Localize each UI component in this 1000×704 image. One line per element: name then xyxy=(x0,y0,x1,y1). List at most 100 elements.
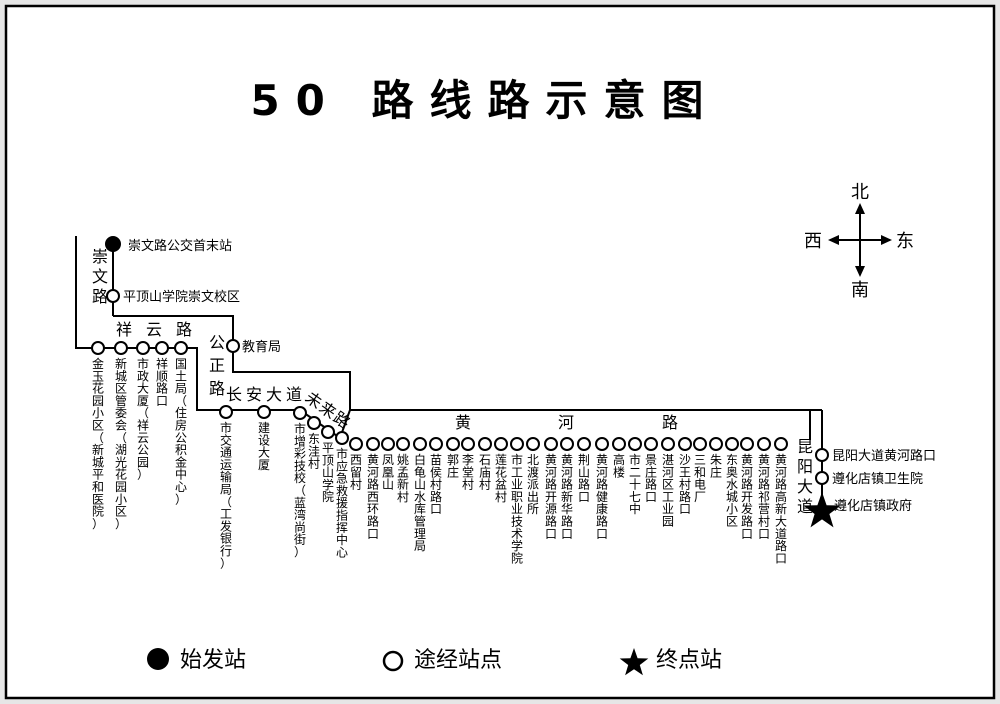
stop-marker xyxy=(709,437,723,451)
stop-marker xyxy=(815,448,829,462)
stop-marker xyxy=(461,437,475,451)
stop-marker xyxy=(595,437,609,451)
stop-fenghuangshan-label: 凤凰山 xyxy=(382,453,394,492)
stop-marker xyxy=(612,437,626,451)
stop-gaolou-label: 高楼 xyxy=(613,452,625,479)
stop-marker xyxy=(396,437,410,451)
road-gongzheng-2: 正 xyxy=(209,356,225,375)
stop-jiaotong-label: 市交通运输局（工发银行） xyxy=(220,420,232,570)
stop-jiankang-label: 黄河路健康路口 xyxy=(596,453,608,541)
stop-yaomeng-label: 姚孟新村 xyxy=(397,453,409,504)
stop-marker xyxy=(335,431,349,445)
stop-xiliu-label: 西留村 xyxy=(350,453,362,492)
stop-gongye-label: 市工业职业技术学院 xyxy=(511,452,523,565)
stop-weishengyuan-label: 遵化店镇卫生院 xyxy=(832,471,923,487)
page-title: 50 路线路示意图 xyxy=(250,76,719,125)
stop-shizhengdasha-label: 市政大厦（祥云公园） xyxy=(137,356,149,482)
stop-hhxihuan-label: 黄河路西环路口 xyxy=(367,453,379,541)
road-changan-4: 道 xyxy=(286,385,302,404)
stop-miaohou-label: 苗侯村路口 xyxy=(430,453,442,516)
stop-litang-label: 李堂村 xyxy=(462,452,474,492)
stop-xinchengqu-label: 新城区管委会（湖光花园小区） xyxy=(115,356,127,531)
compass-icon: 北 南 西 东 xyxy=(804,182,914,301)
stop-marker xyxy=(494,437,508,451)
road-xiangyun-2: 云 xyxy=(146,320,162,339)
stop-marker xyxy=(226,339,240,353)
stop-beidu-label: 北渡派出所 xyxy=(527,453,539,516)
stop-guotuju-label: 国土局（住房公积金中心） xyxy=(175,357,187,506)
stop-marker xyxy=(106,289,120,303)
compass-west: 西 xyxy=(804,231,822,252)
stop-dongao-label: 东奥水城小区 xyxy=(726,453,738,529)
stop-guozhuang-label: 郭庄 xyxy=(447,453,459,479)
road-chongwen-1: 崇 xyxy=(92,247,108,266)
stop-baiguishan-label: 白龟山水库管理局 xyxy=(414,452,426,553)
stop-marker xyxy=(560,437,574,451)
legend-via-label: 途经站点 xyxy=(414,648,502,673)
end-station-marker xyxy=(803,492,841,528)
stop-start-label: 崇文路公交首末站 xyxy=(128,238,232,254)
stop-marker xyxy=(678,437,692,451)
road-kunyang-1: 昆 xyxy=(797,437,813,456)
compass-south: 南 xyxy=(851,280,869,301)
stop-kaifa-label: 黄河路开发路口 xyxy=(741,453,753,541)
stop-marker xyxy=(174,341,188,355)
stop-pdsxy-label: 平顶山学院 xyxy=(322,441,334,504)
stop-marker xyxy=(757,437,771,451)
road-gongzheng-3: 路 xyxy=(209,379,225,398)
stop-pingdingshan-chongwen-label: 平顶山学院崇文校区 xyxy=(123,289,240,305)
stop-jingshan-label: 荆山路口 xyxy=(578,453,590,504)
road-kunyang-2: 阳 xyxy=(797,457,813,476)
stop-zengcai-label: 市增彩技校（蓝湾尚街） xyxy=(294,421,306,559)
compass-east: 东 xyxy=(896,231,914,252)
stop-marker xyxy=(693,437,707,451)
stop-marker xyxy=(136,341,150,355)
stop-marker xyxy=(725,437,739,451)
stop-marker xyxy=(644,437,658,451)
legend-end-marker xyxy=(619,648,649,676)
stop-jianshe-label: 建设大厦 xyxy=(258,421,270,472)
stop-xiangshun-label: 祥顺路口 xyxy=(156,357,168,408)
stop-qiying-label: 黄河路祁营村口 xyxy=(758,453,770,541)
road-huanghe-1: 黄 xyxy=(455,413,471,432)
legend-start-label: 始发站 xyxy=(180,648,246,673)
stop-marker xyxy=(219,405,233,419)
stop-xinhua-label: 黄河路新华路口 xyxy=(561,453,573,541)
legend-via-marker xyxy=(382,650,404,672)
stop-sanhedian-label: 三和电厂 xyxy=(694,453,706,504)
road-kunyang-3: 大 xyxy=(797,477,813,496)
stop-marker xyxy=(349,437,363,451)
stop-zhanhe-label: 湛河区工业园 xyxy=(662,453,674,529)
stop-marker xyxy=(293,406,307,420)
stop-jingzhuang-label: 景庄路口 xyxy=(645,453,657,504)
stop-kaiyuan-label: 黄河路开源路口 xyxy=(545,453,557,541)
stop-marker xyxy=(307,416,321,430)
map-frame xyxy=(4,4,996,700)
start-station-marker xyxy=(105,236,121,252)
stop-jinyu-label: 金玉花园小区（新城平和医院） xyxy=(92,356,104,531)
road-gongzheng-1: 公 xyxy=(209,333,225,352)
stop-marker xyxy=(740,437,754,451)
stop-shawang-label: 沙王村路口 xyxy=(679,453,691,516)
stop-kunyanghuanghe-label: 昆阳大道黄河路口 xyxy=(832,448,936,464)
legend: 始发站 途经站点 终点站 xyxy=(147,648,722,676)
stop-marker xyxy=(257,405,271,419)
stop-shimiao-label: 石庙村 xyxy=(479,453,491,492)
road-chongwen-3: 路 xyxy=(92,287,108,306)
stop-marker xyxy=(446,437,460,451)
stop-marker xyxy=(114,341,128,355)
stop-jiaoyuju-label: 教育局 xyxy=(242,339,281,355)
stop-ershiqi-label: 市二十七中 xyxy=(629,452,641,516)
stop-marker xyxy=(91,341,105,355)
stop-marker xyxy=(577,437,591,451)
stop-end-label: 遵化店镇政府 xyxy=(834,498,912,514)
stop-marker xyxy=(628,437,642,451)
stop-marker xyxy=(774,437,788,451)
road-changan-2: 安 xyxy=(246,385,262,404)
road-xiangyun-1: 祥 xyxy=(116,320,132,339)
stop-marker xyxy=(510,437,524,451)
stop-marker xyxy=(381,437,395,451)
stop-yingji-label: 市应急救援指挥中心 xyxy=(336,446,348,559)
stop-marker xyxy=(321,425,335,439)
